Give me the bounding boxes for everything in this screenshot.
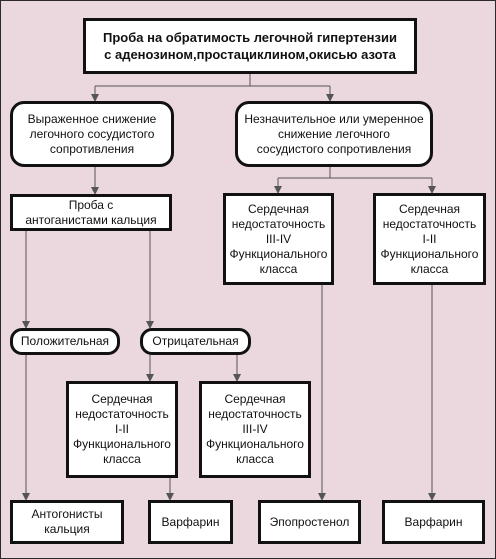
outcome-warfarin-right-label: Варфарин: [404, 514, 463, 529]
mild-reduction-node: Незначительное или умеренное снижение ле…: [235, 101, 433, 167]
outcome-epoprostenol: Эпопростенол: [258, 500, 361, 544]
severe-reduction-label: Выраженное снижение легочного сосудистог…: [27, 111, 157, 156]
negative-result-label: Отрицательная: [152, 334, 239, 348]
outcome-warfarin-left-label: Варфарин: [161, 514, 220, 529]
outcome-warfarin-left: Варфарин: [148, 500, 233, 544]
outcome-epoprostenol-label: Эпопростенол: [269, 514, 350, 529]
outcome-calcium-antagonists: Антогонисты кальция: [10, 500, 124, 544]
hf-class-1-2-right-label: Сердечная недостаточность I-II Функциона…: [380, 201, 479, 276]
hf-class-1-2-left-node: Сердечная недостаточность I-II Функциона…: [66, 381, 178, 478]
outcome-calcium-antagonists-label: Антогонисты кальция: [31, 507, 103, 536]
hf-class-3-4-center-node: Сердечная недостаточность III-IV Функцио…: [199, 381, 311, 478]
positive-result-label: Положительная: [20, 334, 110, 348]
hf-class-3-4-mid-node: Сердечная недостаточность III-IV Функцио…: [223, 193, 334, 285]
hf-class-1-2-left-label: Сердечная недостаточность I-II Функциона…: [73, 392, 171, 466]
calcium-antagonist-test-label: Проба с антоганистами кальция: [25, 197, 157, 227]
hf-class-3-4-mid-label: Сердечная недостаточность III-IV Функцио…: [229, 201, 328, 276]
root-node: Проба на обратимость легочной гипертензи…: [83, 18, 417, 74]
mild-reduction-label: Незначительное или умеренное снижение ле…: [244, 111, 424, 156]
hf-class-1-2-right-node: Сердечная недостаточность I-II Функциона…: [373, 193, 486, 285]
severe-reduction-node: Выраженное снижение легочного сосудистог…: [10, 101, 174, 167]
outcome-warfarin-right: Варфарин: [382, 500, 485, 544]
negative-result-node: Отрицательная: [140, 328, 251, 355]
calcium-antagonist-test-node: Проба с антоганистами кальция: [10, 194, 172, 231]
positive-result-node: Положительная: [10, 328, 120, 355]
hf-class-3-4-center-label: Сердечная недостаточность III-IV Функцио…: [206, 392, 304, 466]
root-node-label: Проба на обратимость легочной гипертензи…: [103, 30, 397, 62]
